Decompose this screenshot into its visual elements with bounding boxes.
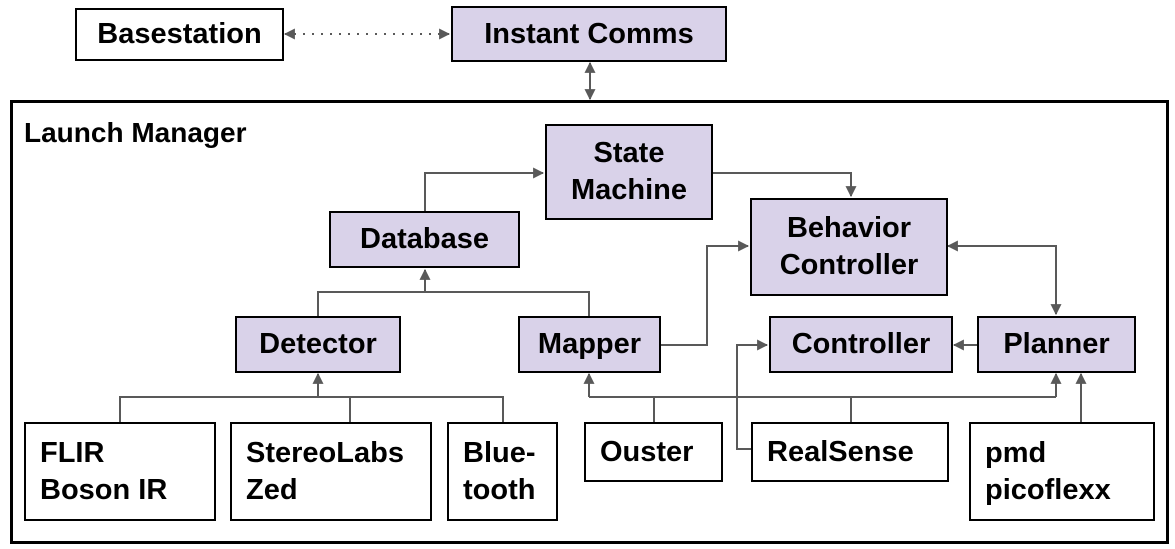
node-stereolabs-line-1: StereoLabs	[246, 436, 404, 469]
edge-sensors-detector	[119, 396, 504, 422]
node-instant-comms-label: Instant Comms	[484, 17, 694, 50]
node-mapper-label: Mapper	[537, 328, 642, 360]
node-basestation-label: Basestation	[97, 18, 262, 50]
node-database: Database	[329, 211, 520, 268]
node-instant-comms: Instant Comms	[451, 6, 727, 62]
edge-realsense-controller	[736, 339, 769, 450]
node-behavior-controller: Behavior Controller	[750, 198, 948, 296]
edge-mapper-behavior-controller	[661, 240, 750, 346]
node-flir-line-2: Boson IR	[40, 473, 168, 506]
launch-manager-container	[10, 100, 1169, 544]
node-pmd-line-1: pmd	[985, 436, 1047, 469]
node-database-label: Database	[360, 223, 489, 255]
node-ouster-label: Ouster	[600, 435, 694, 468]
node-behavior-controller-line-1: Behavior	[786, 212, 912, 244]
edge-database-state-machine	[424, 167, 545, 211]
launch-manager-label: Launch Manager	[24, 117, 247, 148]
node-bluetooth: Blue- tooth	[447, 422, 558, 521]
edge-ouster-realsense-bus	[589, 396, 1056, 422]
node-realsense-label: RealSense	[767, 435, 914, 468]
node-controller: Controller	[769, 316, 953, 373]
node-basestation: Basestation	[75, 8, 284, 61]
node-stereolabs-line-2: Zed	[246, 473, 298, 506]
node-pmd-picoflexx: pmd picoflexx	[969, 422, 1155, 521]
node-controller-label: Controller	[791, 328, 931, 360]
node-state-machine-line-2: Machine	[570, 174, 688, 206]
node-stereolabs-zed: StereoLabs Zed	[230, 422, 432, 521]
node-flir-boson-ir: FLIR Boson IR	[24, 422, 216, 521]
node-bluetooth-line-2: tooth	[463, 473, 536, 506]
node-pmd-line-2: picoflexx	[985, 473, 1111, 506]
node-ouster: Ouster	[584, 422, 723, 482]
node-state-machine-line-1: State	[593, 137, 665, 169]
node-planner: Planner	[977, 316, 1136, 373]
node-flir-line-1: FLIR	[40, 436, 105, 469]
node-detector: Detector	[235, 316, 401, 373]
node-realsense: RealSense	[751, 422, 949, 482]
edge-state-machine-behavior-controller	[712, 172, 857, 198]
node-behavior-controller-line-2: Controller	[779, 249, 919, 281]
node-detector-label: Detector	[259, 328, 377, 360]
edge-detector-database	[317, 291, 590, 316]
node-bluetooth-line-1: Blue-	[463, 436, 536, 469]
node-mapper: Mapper	[518, 316, 661, 373]
node-state-machine: State Machine	[545, 124, 713, 220]
node-planner-label: Planner	[1003, 328, 1110, 360]
edge-behavior-controller-planner	[946, 240, 1062, 316]
